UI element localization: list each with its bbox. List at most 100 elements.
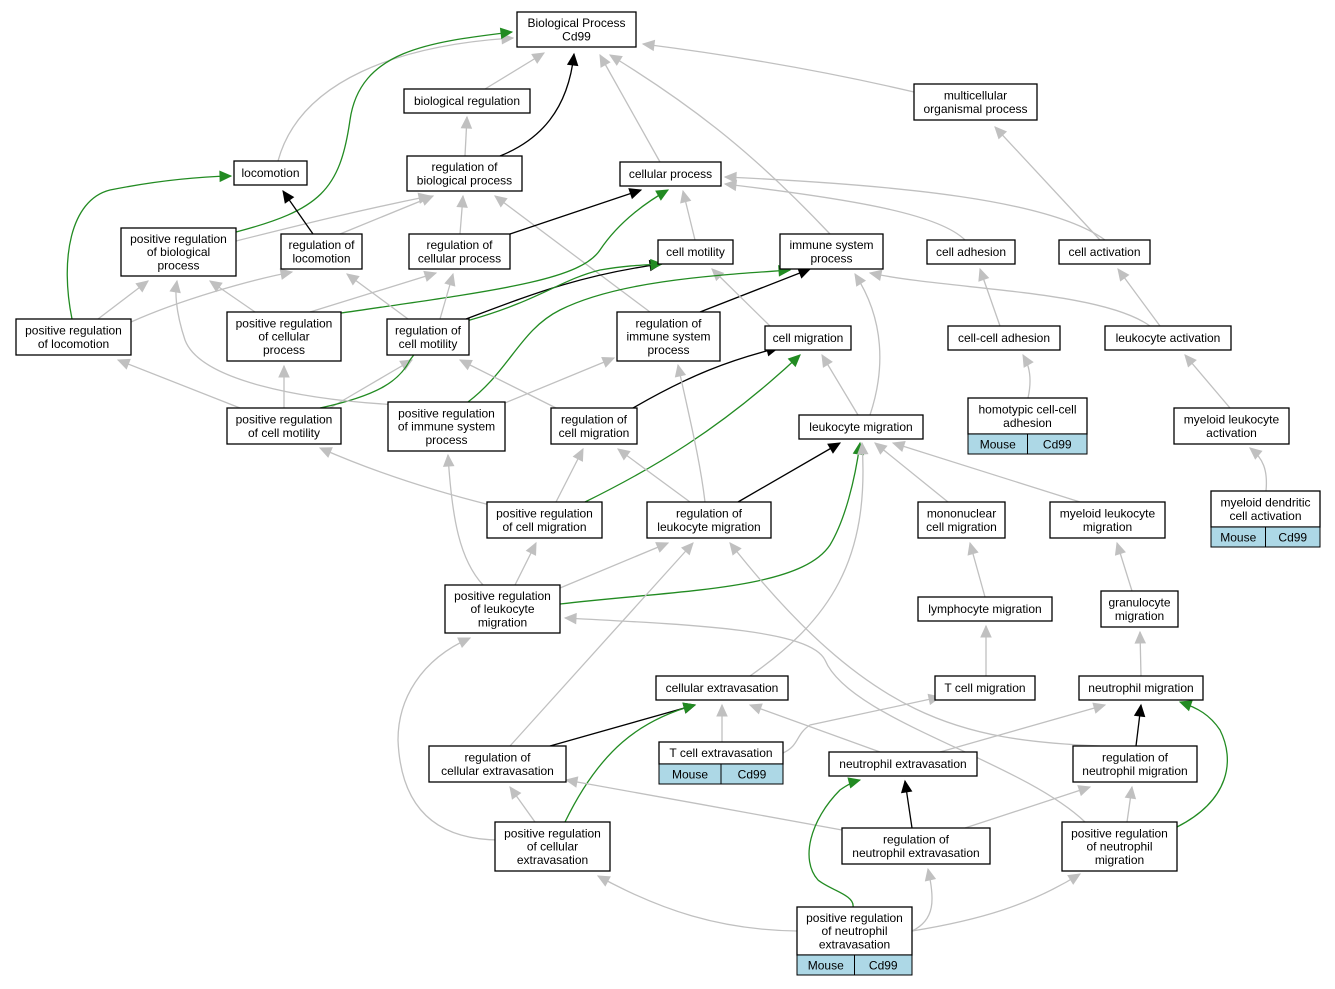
go-term-celladh[interactable]: cell adhesion (926, 239, 1016, 265)
term-label: regulation of (1102, 751, 1169, 765)
go-term-loco[interactable]: locomotion (233, 160, 308, 186)
edge-line (1176, 701, 1228, 828)
arrowhead (1077, 785, 1092, 797)
term-label: regulation of (883, 833, 950, 847)
term-label: neutrophil migration (1088, 681, 1193, 695)
edge-tcellextra-to-tcellmig (782, 693, 942, 754)
arrowhead (847, 777, 862, 789)
term-label: of biological (147, 245, 210, 259)
term-box (926, 239, 1016, 265)
edge-line (499, 53, 575, 157)
term-box (387, 401, 506, 452)
arrowhead (711, 268, 725, 282)
term-box (280, 233, 363, 270)
term-label: homotypic cell-cell (978, 403, 1076, 417)
arrowhead (821, 353, 833, 368)
term-box (233, 160, 308, 186)
term-box (967, 397, 1088, 435)
term-label: myeloid leukocyte (1060, 507, 1156, 521)
go-term-neutextra[interactable]: neutrophil extravasation (828, 751, 978, 777)
term-box (1072, 745, 1198, 783)
term-label: cell-cell adhesion (958, 331, 1050, 345)
go-term-cellproc[interactable]: cellular process (619, 161, 722, 187)
term-label: positive regulation (25, 324, 122, 338)
arrowhead (856, 441, 869, 455)
go-term-leukmig[interactable]: leukocyte migration (798, 414, 924, 440)
term-box (764, 325, 852, 351)
edge-myleukact-to-leukact (1184, 354, 1231, 409)
term-label: leukocyte migration (809, 420, 912, 434)
term-label: positive regulation (496, 507, 593, 521)
edge-line (724, 183, 966, 241)
go-term-cellmot[interactable]: cell motility (657, 239, 734, 265)
edge-line (235, 195, 431, 242)
term-box (1058, 239, 1151, 265)
arrowhead (978, 267, 990, 282)
arrowhead (716, 703, 728, 717)
go-term-lymphmig[interactable]: lymphocyte migration (917, 596, 1053, 622)
arrowhead (566, 52, 579, 67)
arrowhead (1249, 447, 1263, 460)
arrowhead (282, 190, 295, 204)
edge-line (319, 263, 663, 409)
go-term-tcellmig[interactable]: T cell migration (934, 675, 1036, 701)
edge-line (911, 873, 1081, 932)
arrowhead (601, 357, 616, 368)
edge-regloco-to-loco (282, 190, 314, 235)
edge-line (459, 359, 561, 411)
edge-regneutextra-to-regcellextra (564, 776, 843, 831)
edge-line (549, 704, 696, 747)
term-label: extravasation (819, 938, 890, 952)
edge-regcellmot-to-regcell (439, 272, 456, 320)
go-term-ccadh[interactable]: cell-cell adhesion (947, 325, 1061, 351)
term-label: regulation of (395, 324, 462, 338)
term-box (657, 239, 734, 265)
edge-line (724, 176, 1106, 241)
go-term-cellextra[interactable]: cellular extravasation (655, 675, 789, 701)
edge-line (130, 271, 293, 323)
term-label: positive regulation (454, 589, 551, 603)
go-term-leukact[interactable]: leukocyte activation (1104, 325, 1232, 351)
species-label: Mouse (672, 768, 708, 782)
go-term-bioreg[interactable]: biological regulation (403, 88, 531, 114)
term-box (798, 414, 924, 440)
edge-regcellextra-to-regleukmig (509, 542, 694, 747)
go-term-cellact[interactable]: cell activation (1058, 239, 1151, 265)
edge-ccadh-to-celladh (978, 267, 1001, 327)
go-term-cellmig[interactable]: cell migration (764, 325, 852, 351)
species-label: Mouse (1220, 531, 1256, 545)
term-label: process (647, 343, 689, 357)
go-term-neutmig[interactable]: neutrophil migration (1078, 675, 1204, 701)
